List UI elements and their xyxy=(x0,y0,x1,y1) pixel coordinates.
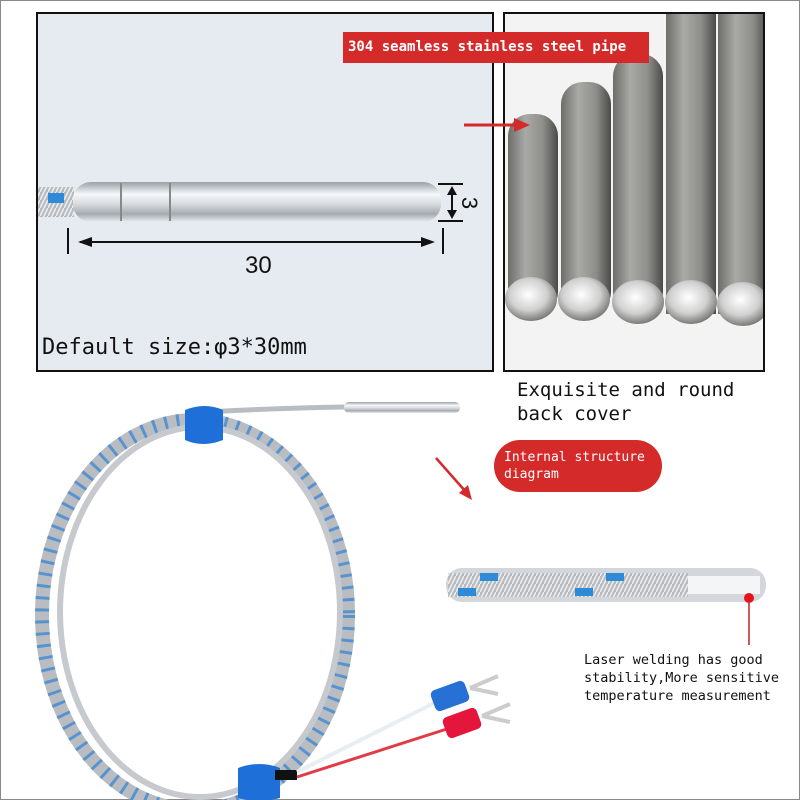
diameter-dimension xyxy=(438,183,463,222)
steel-pipes-photo-panel xyxy=(503,12,765,372)
internal-structure-badge: Internal structure diagram xyxy=(494,440,662,492)
round-cover-caption: Exquisite and round back cover xyxy=(517,379,735,425)
length-label: 30 xyxy=(245,252,272,279)
pipe-4 xyxy=(665,14,717,324)
material-label: 304 seamless stainless steel pipe xyxy=(343,32,649,63)
weld-point-marker xyxy=(744,593,754,603)
pipe-5 xyxy=(717,14,763,326)
pipe-1 xyxy=(505,114,558,321)
steel-pipes-photo xyxy=(505,14,763,326)
length-dimension xyxy=(67,228,444,254)
arrow-to-internal-diagram xyxy=(435,457,472,500)
laser-welding-caption: Laser welding has good stability,More se… xyxy=(584,652,780,704)
default-size-caption: Default size:φ3*30mm xyxy=(42,335,307,360)
internal-structure-probe xyxy=(446,568,766,645)
probe-closeup xyxy=(38,182,441,222)
pipe-2 xyxy=(558,82,611,321)
pipe-3 xyxy=(612,54,664,324)
arrow-to-pipe xyxy=(464,118,530,132)
coiled-thermocouple-cable xyxy=(35,402,511,800)
diameter-label: 3 xyxy=(457,196,483,210)
